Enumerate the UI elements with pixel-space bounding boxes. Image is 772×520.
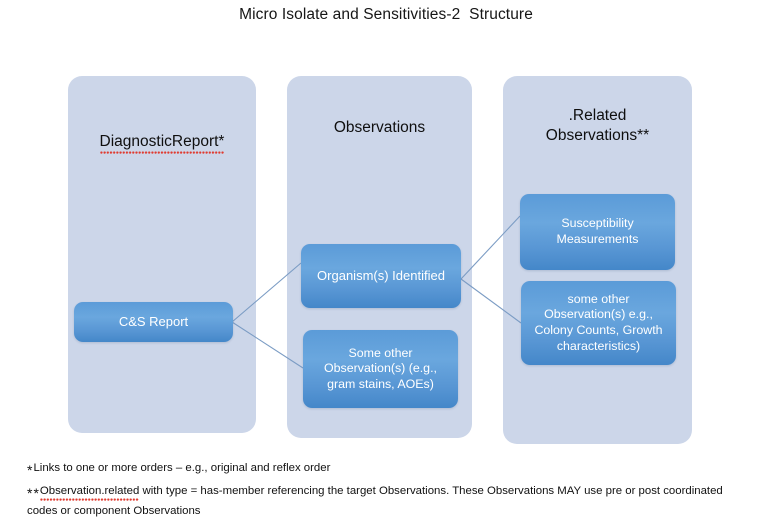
footnote-double-star-term: Observation.related <box>39 485 140 501</box>
column-header-observations: Observations <box>333 119 426 136</box>
footnote-double-star: **Observation.related with type = has-me… <box>27 483 745 520</box>
footnote-single-star: *Links to one or more orders – e.g., ori… <box>27 460 727 480</box>
footnote-single-star-marker: * <box>27 462 34 478</box>
column-panel-diagnostic-report: DiagnosticReport* <box>68 76 256 433</box>
node-other-related-observations[interactable]: some other Observation(s) e.g., Colony C… <box>521 281 676 365</box>
footnote-double-star-marker: ** <box>27 485 40 501</box>
column-header-diagnostic-report-label: DiagnosticReport* <box>99 132 225 154</box>
node-cs-report[interactable]: C&S Report <box>74 302 233 342</box>
footnote-single-star-text: Links to one or more orders – e.g., orig… <box>33 462 331 474</box>
footnote-double-star-text: with type = has-member referencing the t… <box>27 485 723 518</box>
node-susceptibility-measurements[interactable]: Susceptibility Measurements <box>520 194 675 270</box>
column-header-diagnostic-report: DiagnosticReport* <box>68 112 256 154</box>
column-header-related-observations: .Related Observations** <box>545 107 650 144</box>
page-title: Micro Isolate and Sensitivities-2 Struct… <box>239 6 533 23</box>
node-organisms-identified[interactable]: Organism(s) Identified <box>301 244 461 308</box>
node-some-other-observations[interactable]: Some other Observation(s) (e.g., gram st… <box>303 330 458 408</box>
